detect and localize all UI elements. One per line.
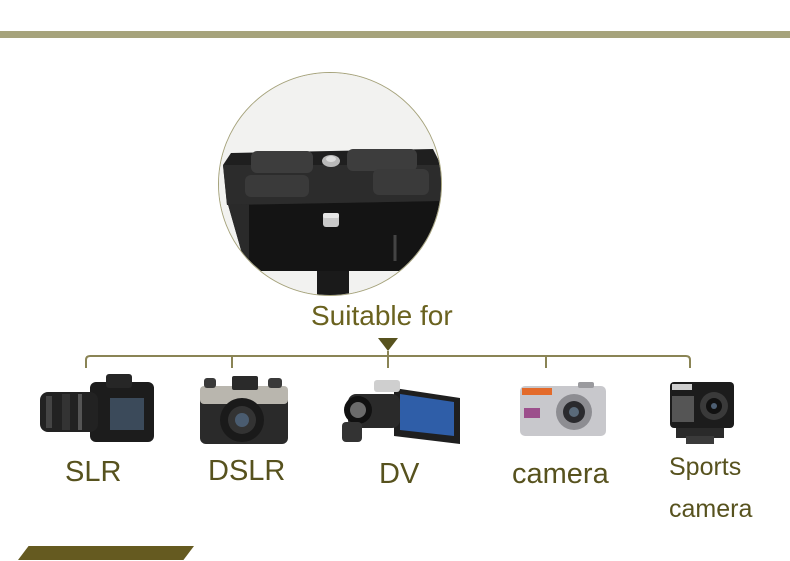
compact-camera-icon — [520, 382, 606, 436]
quick-release-plate-icon — [219, 73, 441, 295]
top-accent-bar — [0, 31, 790, 38]
device-label-dv: DV — [379, 458, 420, 490]
action-camera-icon — [670, 382, 734, 444]
camcorder-icon — [342, 380, 460, 444]
down-arrow-icon — [378, 338, 398, 351]
dslr-camera-icon — [200, 376, 288, 444]
device-label-slr: SLR — [65, 456, 122, 488]
suitable-for-heading: Suitable for — [311, 300, 453, 331]
device-label-camera: camera — [512, 458, 609, 490]
device-label-sports-line2: camera — [669, 495, 753, 523]
device-label-sports-line1: Sports — [669, 453, 742, 481]
quick-release-plate-closeup — [218, 72, 442, 296]
bottom-accent-bar — [18, 546, 194, 560]
device-label-dslr: DSLR — [208, 455, 286, 487]
slr-camera-icon — [40, 374, 154, 442]
